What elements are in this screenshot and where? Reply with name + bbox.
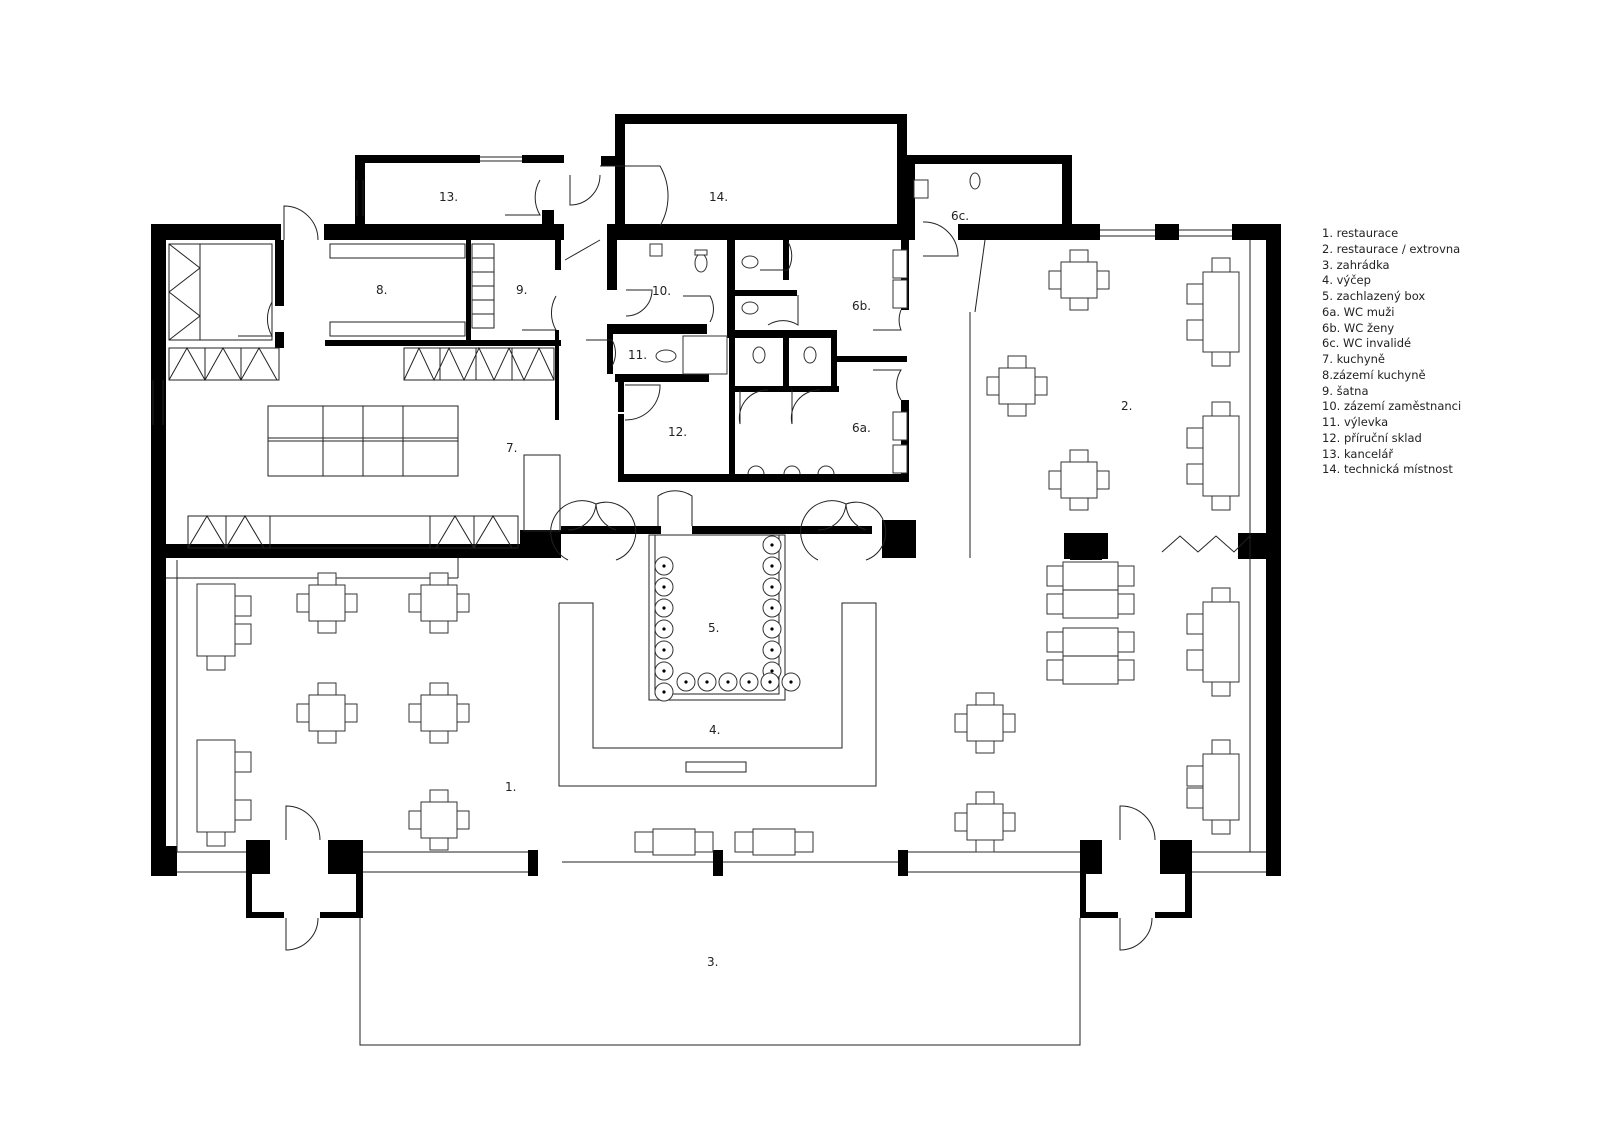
walls — [151, 114, 1281, 918]
legend-item: 14. technická místnost — [1322, 462, 1453, 477]
bottle-icon — [654, 556, 674, 576]
room-label-6b: 6b. — [852, 299, 871, 313]
legend-item: 5. zachlazený box — [1322, 289, 1426, 303]
table-with-chairs — [1048, 449, 1110, 511]
room-label-2: 2. — [1121, 399, 1132, 413]
room-label-8: 8. — [376, 283, 387, 297]
bottle-icon — [654, 619, 674, 639]
legend-item: 11. výlevka — [1322, 415, 1389, 429]
bottle-icon — [762, 640, 782, 660]
room-label-7: 7. — [506, 441, 517, 455]
room-label-4: 4. — [709, 723, 720, 737]
table-with-chairs — [954, 692, 1016, 754]
legend-item: 7. kuchyně — [1322, 352, 1386, 366]
bottle-icon — [762, 619, 782, 639]
room-label-9: 9. — [516, 283, 527, 297]
table-with-chairs — [408, 572, 470, 634]
long-table-with-chairs — [1186, 401, 1240, 511]
bottle-icon — [760, 672, 780, 692]
bottle-icon — [718, 672, 738, 692]
long-table-with-chairs — [1186, 257, 1240, 367]
table-with-chairs — [296, 572, 358, 634]
box-bottles — [654, 535, 801, 702]
legend-item: 4. výčep — [1322, 273, 1371, 288]
room-label-1: 1. — [505, 780, 516, 794]
room-label-5: 5. — [708, 621, 719, 635]
bottle-icon — [762, 535, 782, 555]
room-label-11: 11. — [628, 348, 647, 362]
room-label-12: 12. — [668, 425, 687, 439]
bottle-icon — [762, 598, 782, 618]
legend-item: 2. restaurace / extrovna — [1322, 241, 1461, 256]
legend-item: 10. zázemí zaměstnanci — [1322, 399, 1462, 414]
room-label-6a: 6a. — [852, 421, 871, 435]
bottle-icon — [781, 672, 801, 692]
bottle-icon — [697, 672, 717, 692]
table-with-chairs — [408, 682, 470, 744]
bottle-icon — [676, 672, 696, 692]
legend-item: 9. šatna — [1322, 383, 1369, 398]
bottle-icon — [654, 682, 674, 702]
table-with-chairs — [1048, 249, 1110, 311]
window-table-with-chairs — [634, 828, 714, 856]
room-label-14: 14. — [709, 190, 728, 204]
legend-item: 6a. WC muži — [1322, 304, 1395, 319]
long-table-with-chairs — [1186, 739, 1240, 835]
bottle-icon — [654, 640, 674, 660]
legend-item: 6b. WC ženy — [1322, 320, 1395, 335]
long-table-with-chairs — [196, 583, 252, 671]
bottle-icon — [739, 672, 759, 692]
wc-fixtures — [649, 172, 981, 475]
table-with-chairs — [408, 789, 470, 851]
legend-item: 8.zázemí kuchyně — [1322, 367, 1426, 382]
legend-item: 13. kancelář — [1322, 446, 1394, 461]
room-labels: 1. 2. 3. 4. 5. 6a. 6b. 6c. 7. 8. 9. 10. … — [376, 190, 1132, 969]
legend-item: 6c. WC invalidé — [1322, 336, 1412, 351]
service-counter — [1070, 538, 1102, 560]
long-table-with-chairs — [196, 739, 252, 847]
bottle-icon — [654, 661, 674, 681]
legend-item: 12. příruční sklad — [1322, 430, 1422, 445]
restaurant-furniture — [196, 249, 1240, 856]
table-with-chairs — [986, 355, 1048, 417]
legend-item: 3. zahrádka — [1322, 257, 1390, 272]
bottle-icon — [654, 577, 674, 597]
bottle-icon — [654, 598, 674, 618]
window-table-with-chairs — [734, 828, 814, 856]
room-legend: 1. restaurace 2. restaurace / extrovna 3… — [1322, 226, 1461, 478]
room-label-13: 13. — [439, 190, 458, 204]
bottle-icon — [762, 577, 782, 597]
room-label-6c: 6c. — [951, 209, 969, 223]
table-with-chairs — [296, 682, 358, 744]
room-label-3: 3. — [707, 955, 718, 969]
double-table-with-chairs — [1046, 561, 1135, 619]
table-with-chairs — [954, 791, 1016, 853]
bottle-icon — [762, 556, 782, 576]
double-table-with-chairs — [1046, 627, 1135, 685]
doors — [238, 165, 1156, 951]
long-table-with-chairs — [1186, 587, 1240, 697]
room-label-10: 10. — [652, 284, 671, 298]
thin-lines — [152, 156, 1266, 1046]
legend-item: 1. restaurace — [1322, 226, 1399, 240]
